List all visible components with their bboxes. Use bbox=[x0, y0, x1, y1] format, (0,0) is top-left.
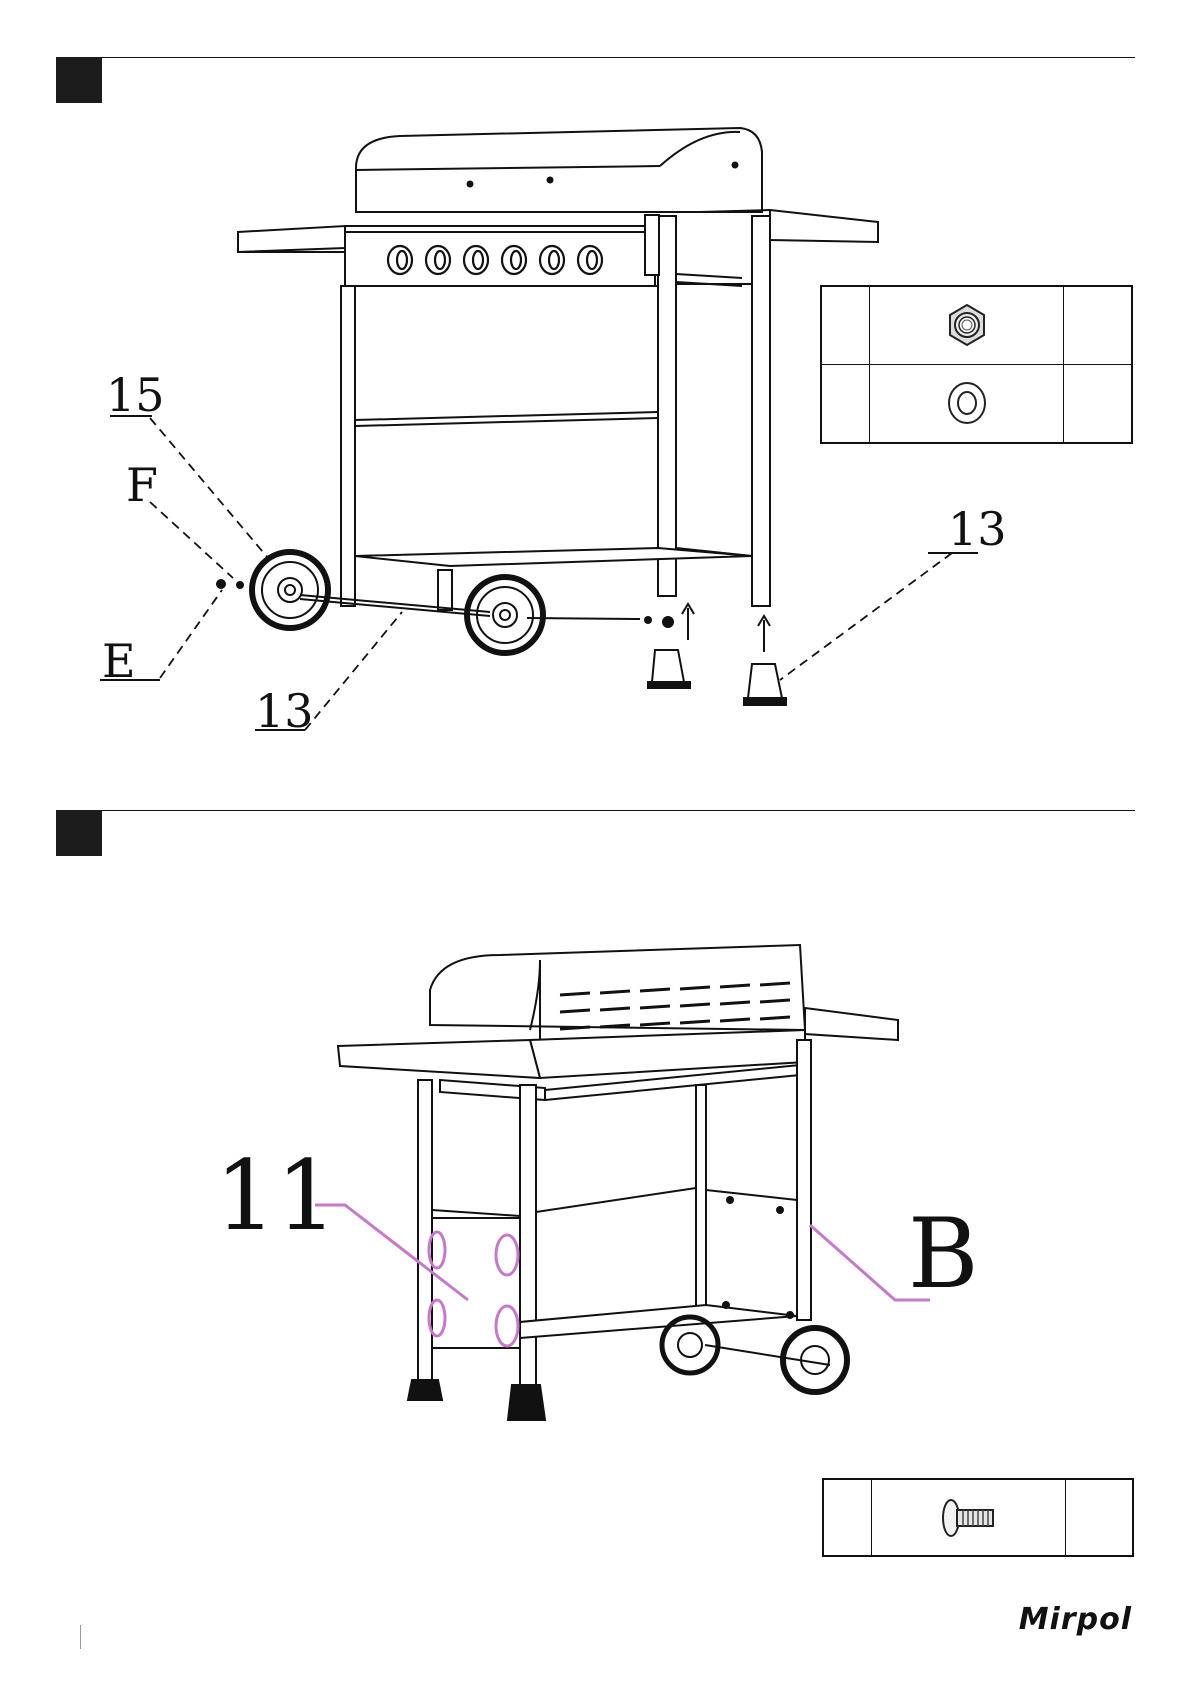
callout-B: B bbox=[908, 1206, 979, 1302]
brand-logo: Mirpol bbox=[1019, 1602, 1132, 1637]
step-2-parts-table bbox=[822, 1478, 1134, 1557]
callout-11: 11 bbox=[215, 1148, 337, 1244]
bolt-icon bbox=[937, 1494, 1001, 1542]
page-number-divider bbox=[80, 1625, 81, 1649]
part-image bbox=[872, 1480, 1066, 1555]
part-letter bbox=[824, 1480, 872, 1555]
part-qty bbox=[1066, 1480, 1132, 1555]
step-2-grill-drawing bbox=[0, 0, 1192, 1460]
